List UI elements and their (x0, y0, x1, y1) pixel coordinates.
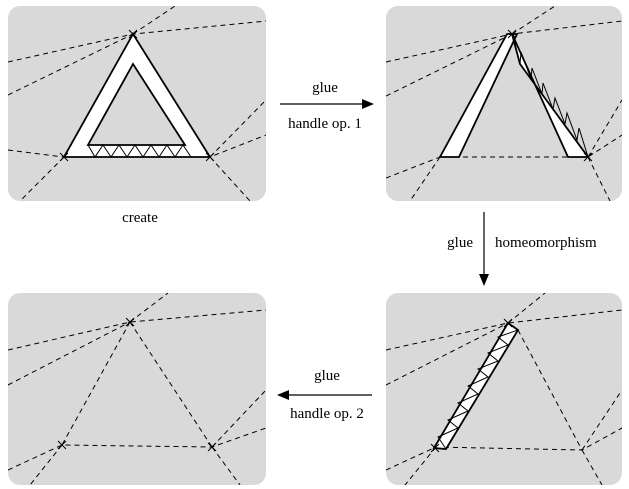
label-glue-top: glue (312, 80, 338, 96)
hatched-band (64, 144, 210, 158)
triangulation-mesh (8, 293, 266, 485)
panel-final (8, 293, 266, 485)
triangulation-mesh (386, 293, 622, 485)
arrow-glue-bottom (277, 390, 372, 400)
panel-create (8, 6, 266, 201)
label-create: create (122, 210, 158, 226)
label-homeomorphism: homeomorphism (495, 235, 597, 251)
panel-glued-2 (386, 293, 622, 485)
label-glue-right: glue (447, 235, 473, 251)
arrow-glue-down (479, 212, 489, 286)
panel-glued-1 (386, 6, 622, 201)
label-handle-op-1: handle op. 1 (288, 116, 362, 132)
label-handle-op-2: handle op. 2 (290, 406, 364, 422)
arrow-glue-top (280, 99, 374, 109)
label-glue-bottom: glue (314, 368, 340, 384)
